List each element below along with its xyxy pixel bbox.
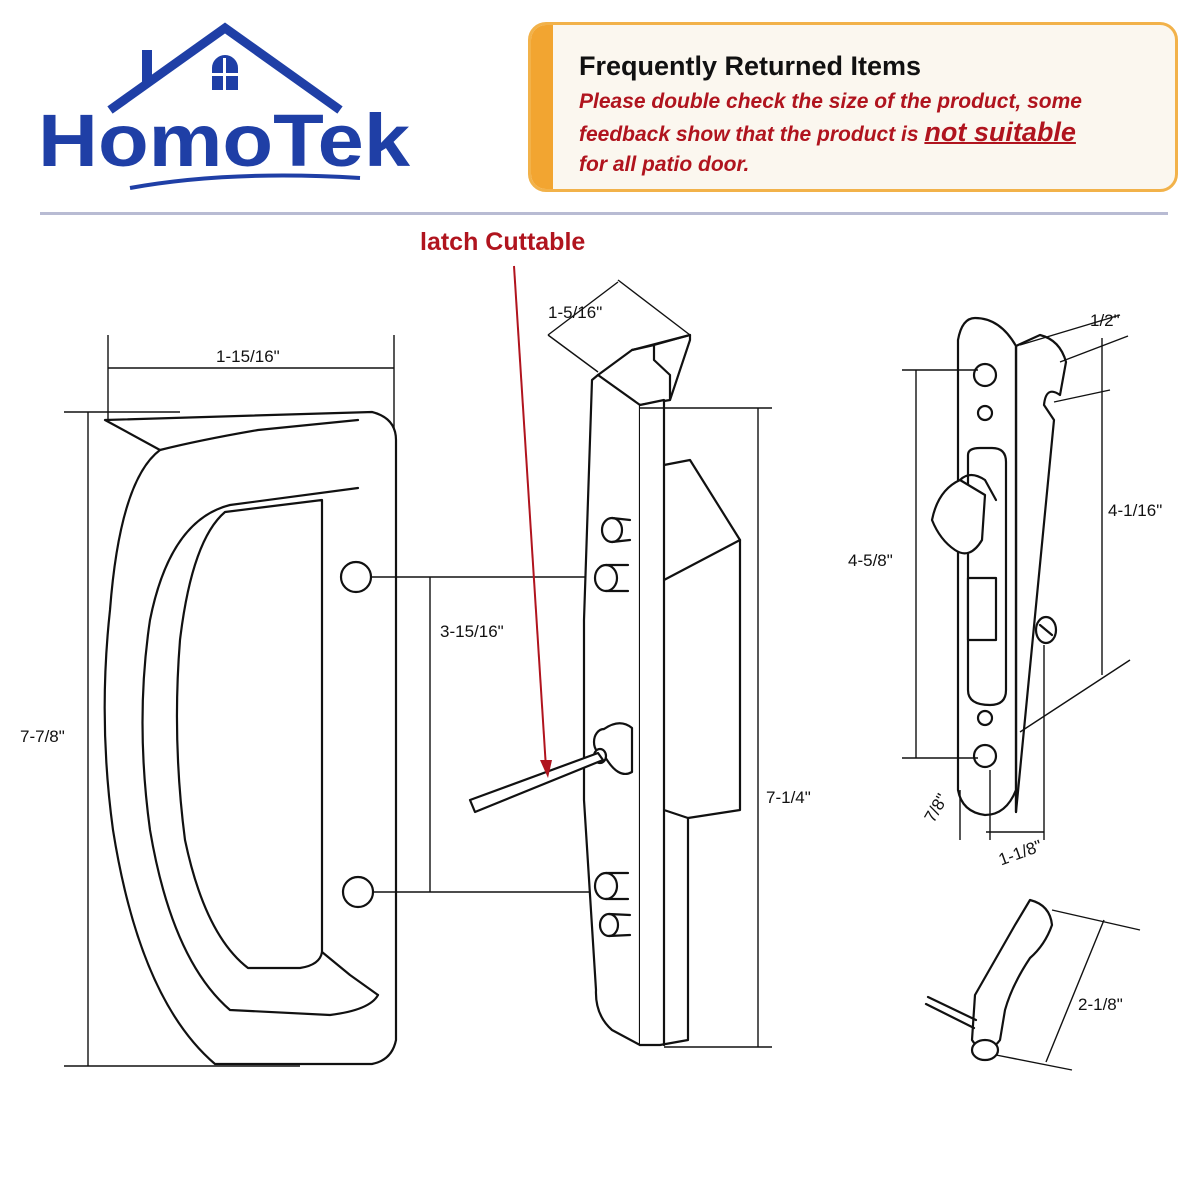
dim-hole-spacing: 3-15/16" [440,622,504,641]
dim-latch-length: 2-1/8" [1078,995,1123,1014]
dim-handle-height: 7-7/8" [20,727,65,746]
notice-accent-bar [531,25,553,189]
callout-label: latch Cuttable [420,228,585,256]
lock-body-drawing [468,333,742,1047]
latch-cuttable-callout: latch Cuttable [420,228,585,778]
chimney-icon [142,50,152,82]
dim-plate-width: 7/8" [921,790,952,825]
brand-wordmark: HomoTek [38,104,411,182]
dim-plate-hole-spacing: 4-5/8" [848,551,893,570]
dim-backset: 1-1/8" [996,836,1045,869]
notice-line-3: for all patio door. [579,153,750,176]
house-roof-icon [107,22,343,114]
dim-body-depth: 1-5/16" [548,303,602,322]
dim-handle-width: 1-15/16" [216,347,280,366]
header-divider [40,212,1168,215]
latch-hook-drawing [924,898,1054,1062]
notice-line-1: Please double check the size of the prod… [579,90,1082,113]
handle-drawing [103,410,398,1066]
handle-height-dimension: 7-7/8" [20,411,300,1067]
plate-thickness-dimension: 1/2" [1019,311,1129,363]
dim-body-height: 7-1/4" [766,788,811,807]
logo-swoosh [129,173,361,190]
brand-name: HomoTek [38,104,411,182]
latch-length-dimension: 2-1/8" [995,909,1141,1071]
hole-spacing-dimension: 3-15/16" [370,576,600,893]
plate-inner-height-dimension: 4-1/16" [1019,338,1162,733]
brand-logo [107,22,361,190]
body-height-dimension: 7-1/4" [640,407,811,1048]
notice-title: Frequently Returned Items [579,51,922,81]
notice-line-2: feedback show that the product is not su… [579,117,1169,150]
dim-plate-thickness: 1/2" [1090,311,1120,330]
notice-highlight: not suitable [924,117,1076,147]
returns-notice: Frequently Returned Items Please double … [528,22,1178,192]
handle-width-dimension: 1-15/16" [107,335,395,430]
dim-plate-inner-height: 4-1/16" [1108,501,1162,520]
body-depth-dimension: 1-5/16" [547,279,691,373]
notice-line-2-text: feedback show that the product is [579,123,925,146]
face-plate-drawing [930,316,1068,817]
plate-hole-spacing-dimension: 4-5/8" [848,369,978,759]
notice-message: Please double check the size of the prod… [579,87,1169,180]
